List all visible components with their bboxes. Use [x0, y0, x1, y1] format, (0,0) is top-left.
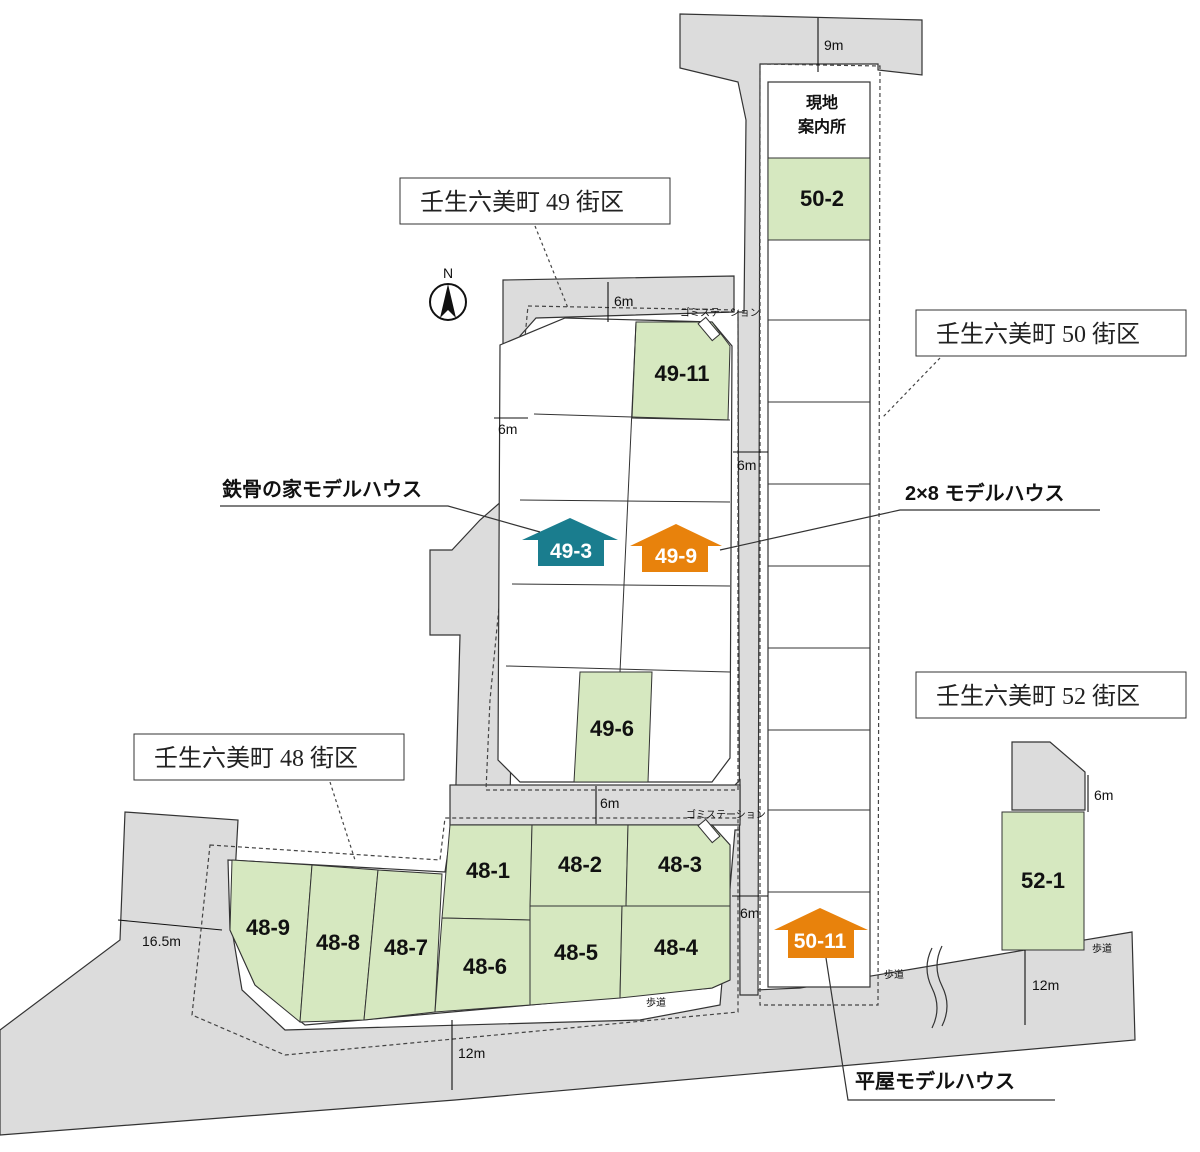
lot-48-5-label: 48-5 — [554, 940, 598, 965]
model-49-9-label: 49-9 — [655, 545, 697, 568]
lot-48-1-label: 48-1 — [466, 858, 510, 883]
dim-6m-right: 6m — [737, 457, 756, 473]
lot-48-7-label: 48-7 — [384, 935, 428, 960]
model-house-50-11[interactable]: 50-11 — [774, 908, 868, 958]
district-48-label: 壬生六美町 48 街区 — [154, 745, 358, 772]
garbage-station-48 — [697, 818, 721, 844]
dim-6m-right2: 6m — [740, 905, 759, 921]
steel-model-label: 鉄骨の家モデルハウス — [222, 477, 422, 501]
lot-48-3-label: 48-3 — [658, 852, 702, 877]
lot-48-2-label: 48-2 — [558, 852, 602, 877]
lot-50-2[interactable] — [767, 157, 871, 241]
district-52-label: 壬生六美町 52 街区 — [936, 683, 1140, 710]
lot-52-1-label: 52-1 — [1021, 868, 1065, 893]
dim-6m-left: 6m — [498, 421, 517, 437]
lot-50-2-label: 50-2 — [800, 186, 844, 211]
garbage-station-label-1: ゴミステーション — [680, 306, 760, 319]
block-48: 48-9 48-8 48-7 48-1 48-2 48-3 48-6 48-5 … — [227, 818, 731, 1026]
two-by-eight-model-label: 2×8 モデルハウス — [905, 481, 1064, 505]
lot-48-3[interactable] — [625, 824, 731, 907]
model-49-3-label: 49-3 — [550, 540, 592, 563]
svg-text:N: N — [443, 265, 453, 281]
dim-6m-top: 6m — [614, 293, 633, 309]
site-office-line1: 現地 — [806, 93, 838, 112]
dim-16-5m: 16.5m — [142, 933, 181, 949]
sidewalk-label-1: 歩道 — [646, 996, 666, 1009]
model-house-49-9[interactable]: 49-9 — [630, 524, 722, 572]
block-49: 49-11 49-6 — [497, 316, 733, 783]
lot-48-8-label: 48-8 — [316, 930, 360, 955]
garbage-station-49 — [697, 316, 721, 342]
dim-6m-mid: 6m — [600, 795, 619, 811]
model-house-49-3[interactable]: 49-3 — [522, 518, 618, 566]
site-office-line2: 案内所 — [797, 117, 846, 136]
model-50-11-label: 50-11 — [794, 930, 847, 953]
boundaries — [191, 63, 881, 1056]
block-50: 現地 案内所 50-2 — [767, 81, 871, 988]
block49-area — [497, 317, 733, 783]
lot-52-1[interactable] — [1001, 811, 1085, 951]
dim-9m: 9m — [824, 37, 843, 53]
lot-48-6-label: 48-6 — [463, 954, 507, 979]
district-labels: 壬生六美町 49 街区 壬生六美町 50 街区 壬生六美町 52 街区 壬生六美… — [133, 177, 1187, 861]
dim-6m-52: 6m — [1094, 787, 1113, 803]
lot-48-9-label: 48-9 — [246, 915, 290, 940]
lot-48-9[interactable] — [229, 859, 313, 1023]
lot-49-11-label: 49-11 — [654, 361, 709, 386]
dim-12m-bottom: 12m — [458, 1045, 485, 1061]
model-labels: 鉄骨の家モデルハウス 2×8 モデルハウス 平屋モデルハウス — [220, 477, 1100, 1101]
district-49-label: 壬生六美町 49 街区 — [420, 189, 624, 216]
lot-48-4[interactable] — [619, 905, 731, 999]
road-break — [926, 947, 938, 1029]
north-road — [679, 13, 923, 996]
dimension-marks: 9m 6m 6m 6m 6m 6m 6m 16.5m 12m 12m — [117, 18, 1113, 1090]
boundary-50 — [759, 63, 881, 1006]
sidewalk-label-3: 歩道 — [1092, 942, 1112, 955]
lot-49-6[interactable] — [573, 671, 653, 783]
dim-12m-right: 12m — [1032, 977, 1059, 993]
lot-48-4-label: 48-4 — [654, 935, 699, 960]
compass-icon: N — [429, 265, 467, 321]
boundary-49 — [485, 305, 739, 791]
road-break-2 — [936, 945, 948, 1027]
sidewalk-label-2: 歩道 — [884, 968, 904, 981]
single-storey-model-label: 平屋モデルハウス — [855, 1069, 1015, 1093]
district-50-label: 壬生六美町 50 街区 — [936, 321, 1140, 348]
lot-49-6-label: 49-6 — [590, 716, 634, 741]
road-52 — [1011, 741, 1086, 811]
garbage-station-label-2: ゴミステーション — [686, 808, 766, 821]
block-52: 52-1 — [1001, 811, 1085, 951]
